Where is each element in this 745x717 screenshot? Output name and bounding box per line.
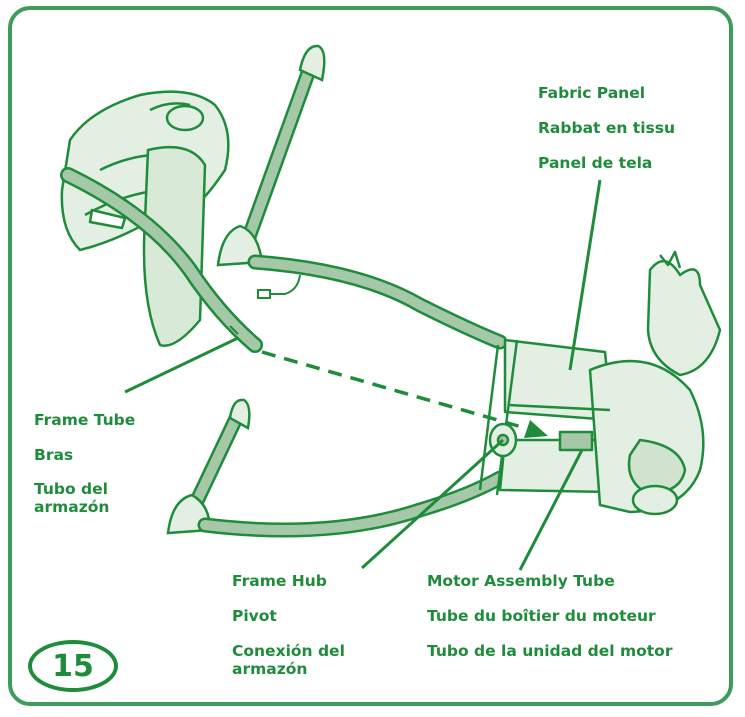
step-number-badge: 15 <box>28 640 118 692</box>
fabric-panel-label-es: Panel de tela <box>538 154 653 172</box>
motor-tube-label-es: Tubo de la unidad del motor <box>427 642 673 660</box>
frame-hub-label-es: Conexión del armazón <box>232 642 345 678</box>
frame-tube-label-en: Frame Tube <box>34 411 136 429</box>
fabric-panel-label-en: Fabric Panel <box>538 84 646 102</box>
frame-hub-leader <box>360 438 505 570</box>
lower-leg-illustration <box>166 398 508 538</box>
frame-hub-label-fr: Pivot <box>232 607 277 625</box>
leader-lines <box>124 179 602 571</box>
motor-assembly-illustration <box>478 250 722 516</box>
upper-leg-illustration <box>216 44 508 350</box>
fabric-panel-label-fr: Rabbat en tissu <box>538 119 676 137</box>
diagram-frame <box>8 6 733 706</box>
frame-tube-label-fr: Bras <box>34 446 74 464</box>
motor-tube-label-fr: Tube du boîtier du moteur <box>427 607 656 625</box>
frame-tube-illustration <box>60 167 263 353</box>
insertion-arrow <box>261 350 548 438</box>
frame-tube-leader <box>124 336 239 394</box>
motor-tube-leader <box>518 449 584 571</box>
fabric-panel-leader <box>568 179 602 371</box>
frame-tube-label-es: Tubo del armazón <box>34 480 110 516</box>
motor-tube-label-en: Motor Assembly Tube <box>427 572 615 590</box>
frame-hub-label-en: Frame Hub <box>232 572 327 590</box>
